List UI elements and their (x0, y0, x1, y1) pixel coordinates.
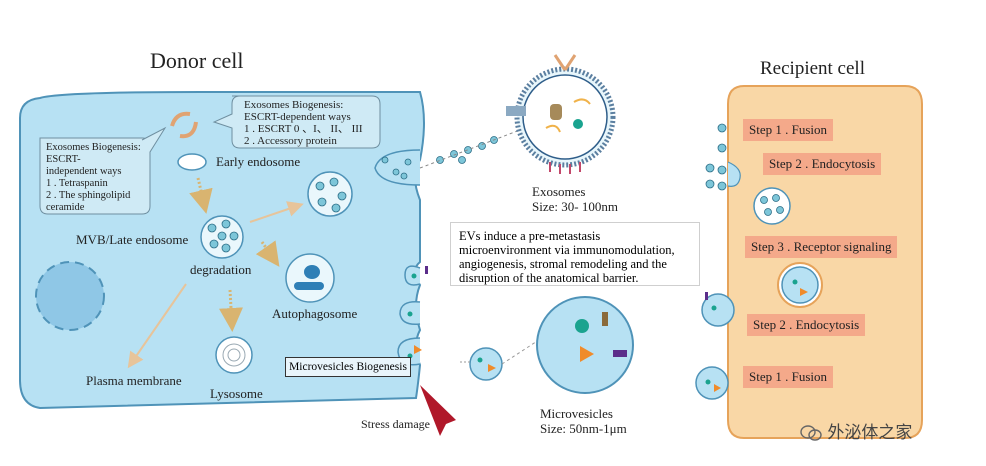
escrt-indep-line2: ESCRT- (46, 154, 81, 165)
recipient-cell-title: Recipient cell (760, 58, 865, 79)
stress-damage-icon (420, 385, 456, 436)
escrt-indep-line6: ceramide (46, 202, 85, 213)
step-2-endocytosis-top: Step 2 . Endocytosis (763, 153, 882, 175)
degradation-label: degradation (190, 262, 252, 277)
escrt-dependent-callout (212, 95, 381, 149)
escrt-indep-line3: independent ways (46, 166, 122, 177)
recycle-icon (170, 111, 198, 139)
early-endosome-shape (177, 153, 207, 171)
escrt-indep-line5: 2 . The sphingolipid (46, 190, 131, 201)
watermark-text: 外泌体之家 (827, 423, 913, 443)
microvesicle-small (469, 347, 503, 381)
evs-line3: angiogenesis, stromal remodeling and the (459, 257, 667, 271)
step-1-fusion-bottom: Step 1 . Fusion (743, 366, 834, 388)
escrt-dep-line2: ESCRT-dependent ways (244, 111, 351, 123)
autophagosome-label: Autophagosome (272, 306, 357, 321)
plasma-membrane-label: Plasma membrane (86, 373, 182, 388)
evs-description-box: EVs induce a pre-metastasis microenviron… (450, 222, 700, 286)
microvesicles-label: Microvesicles (540, 406, 613, 421)
microvesicles-biogenesis-box: Microvesicles Biogenesis (285, 357, 411, 377)
exosome-detail (506, 54, 616, 174)
microvesicles-size: Size: 50nm-1μm (540, 421, 627, 436)
lysosome-shape (215, 336, 253, 374)
golgi-shape (35, 261, 105, 331)
microvesicle-detail (536, 296, 634, 394)
exosomes-label: Exosomes (532, 184, 585, 199)
watermark: 外泌体之家 (800, 418, 912, 443)
early-endosome-label: Early endosome (216, 154, 300, 169)
stress-damage-label: Stress damage (361, 417, 430, 431)
evs-line1: EVs induce a pre-metastasis (459, 229, 601, 243)
escrt-dep-line1: Exosomes Biogenesis: (244, 99, 343, 111)
escrt-indep-line4: 1 . Tetraspanin (46, 178, 109, 189)
wechat-icon (800, 424, 822, 442)
step-2-endocytosis-bottom: Step 2 . Endocytosis (747, 314, 866, 336)
evs-line2: microenvironment via immunomodulation, (459, 243, 675, 257)
escrt-dep-line3: 1 . ESCRT 0 、I、 II、 III (244, 123, 363, 135)
escrt-dep-line4: 2 . Accessory protein (244, 135, 337, 147)
step-1-fusion-top: Step 1 . Fusion (743, 119, 834, 141)
mvb-label: MVB/Late endosome (76, 232, 189, 247)
escrt-indep-line1: Exosomes Biogenesis: (46, 142, 141, 153)
step-3-receptor-signaling: Step 3 . Receptor signaling (745, 236, 898, 258)
evs-line4: disruption of the anatomical barrier. (459, 271, 639, 285)
donor-cell-title: Donor cell (150, 48, 243, 73)
exosomes-size: Size: 30- 100nm (532, 199, 618, 214)
recipient-incoming-exosomes (705, 123, 727, 191)
lysosome-label: Lysosome (210, 386, 263, 401)
